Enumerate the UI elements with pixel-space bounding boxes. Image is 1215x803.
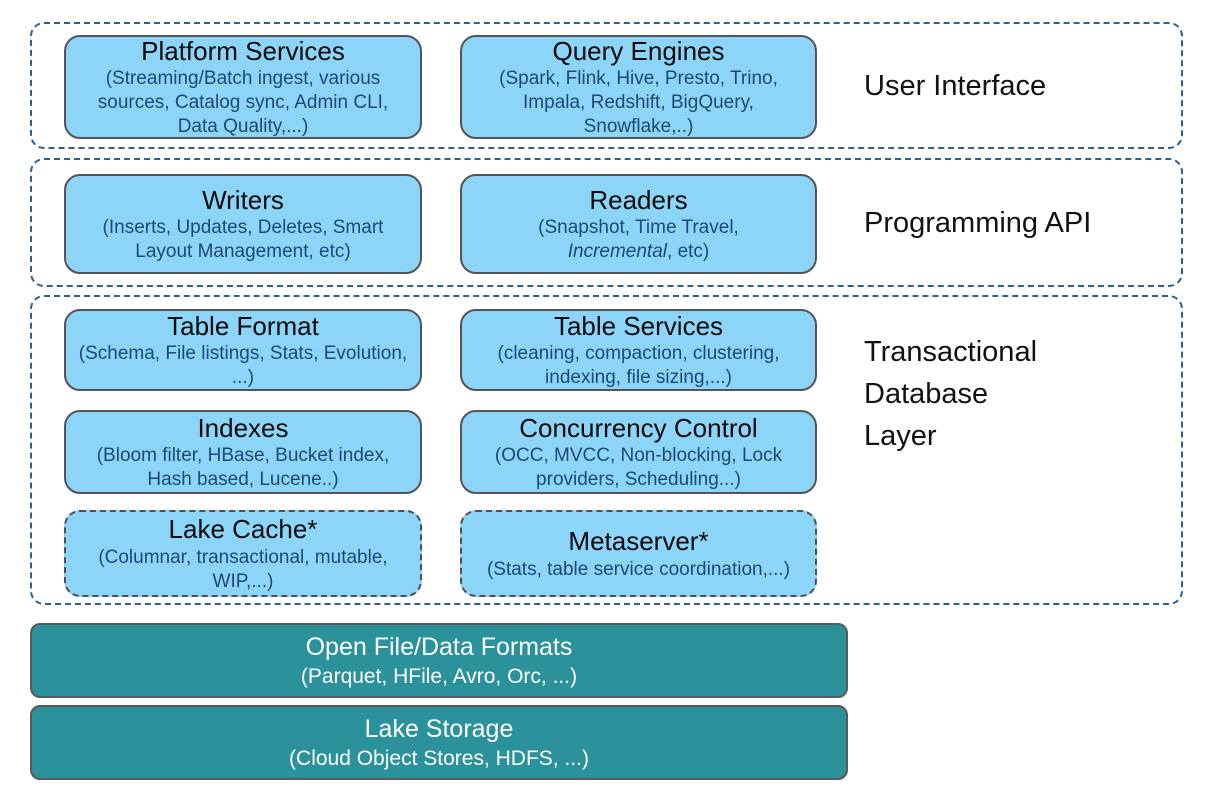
box-query-engines: Query Engines (Spark, Flink, Hive, Prest… (460, 35, 817, 139)
layer-label-user-interface: User Interface (864, 69, 1047, 102)
box-title: Query Engines (552, 35, 725, 66)
box-title: Indexes (197, 412, 289, 443)
layer-label-transactional-database: Transactional Database Layer (864, 336, 1038, 453)
bar-title: Open File/Data Formats (305, 633, 573, 662)
layer-transactional-database: Table Format (Schema, File listings, Sta… (30, 295, 1183, 605)
box-subtitle: (Bloom filter, HBase, Bucket index, Hash… (96, 445, 390, 491)
box-subtitle: (Snapshot, Time Travel, Incremental, etc… (538, 216, 739, 264)
box-title: Metaserver* (568, 526, 709, 557)
box-title: Writers (202, 184, 284, 215)
box-title: Platform Services (141, 35, 345, 66)
box-title: Concurrency Control (519, 412, 758, 443)
box-lake-cache: Lake Cache* (Columnar, transactional, mu… (64, 510, 422, 597)
box-metaserver: Metaserver* (Stats, table service coordi… (460, 510, 817, 597)
bar-title: Lake Storage (364, 715, 514, 744)
box-concurrency-control: Concurrency Control (OCC, MVCC, Non-bloc… (460, 410, 817, 494)
box-subtitle: (Spark, Flink, Hive, Presto, Trino, Impa… (499, 68, 778, 138)
bar-lake-storage: Lake Storage (Cloud Object Stores, HDFS,… (30, 705, 848, 780)
box-title: Table Format (167, 310, 319, 341)
subtitle-line1: (Snapshot, Time Travel, (538, 217, 739, 239)
box-subtitle: (Columnar, transactional, mutable, WIP,.… (98, 546, 388, 592)
box-title: Readers (589, 184, 688, 215)
layer-user-interface: Platform Services (Streaming/Batch inges… (30, 22, 1183, 149)
box-platform-services: Platform Services (Streaming/Batch inges… (64, 35, 422, 139)
box-readers: Readers (Snapshot, Time Travel, Incremen… (460, 174, 817, 274)
box-title: Table Services (553, 310, 724, 341)
box-table-services: Table Services (cleaning, compaction, cl… (460, 309, 817, 391)
layer-label-programming-api: Programming API (864, 206, 1092, 239)
box-subtitle: (Schema, File listings, Stats, Evolution… (78, 343, 408, 389)
box-subtitle: (cleaning, compaction, clustering, index… (497, 343, 780, 389)
box-writers: Writers (Inserts, Updates, Deletes, Smar… (64, 174, 422, 274)
box-table-format: Table Format (Schema, File listings, Sta… (64, 309, 422, 391)
bar-open-file-data-formats: Open File/Data Formats (Parquet, HFile, … (30, 623, 848, 698)
box-subtitle: (Stats, table service coordination,...) (486, 558, 791, 580)
bar-subtitle: (Parquet, HFile, Avro, Orc, ...) (300, 664, 578, 688)
subtitle-italic: Incremental (567, 241, 668, 263)
subtitle-suffix: , etc) (667, 241, 710, 263)
box-subtitle: (Inserts, Updates, Deletes, Smart Layout… (102, 217, 384, 263)
box-indexes: Indexes (Bloom filter, HBase, Bucket ind… (64, 410, 422, 494)
layer-programming-api: Writers (Inserts, Updates, Deletes, Smar… (30, 158, 1183, 287)
box-subtitle: (OCC, MVCC, Non-blocking, Lock providers… (494, 445, 783, 491)
box-subtitle: (Streaming/Batch ingest, various sources… (97, 68, 389, 138)
bar-subtitle: (Cloud Object Stores, HDFS, ...) (289, 746, 589, 770)
box-title: Lake Cache* (168, 514, 318, 545)
